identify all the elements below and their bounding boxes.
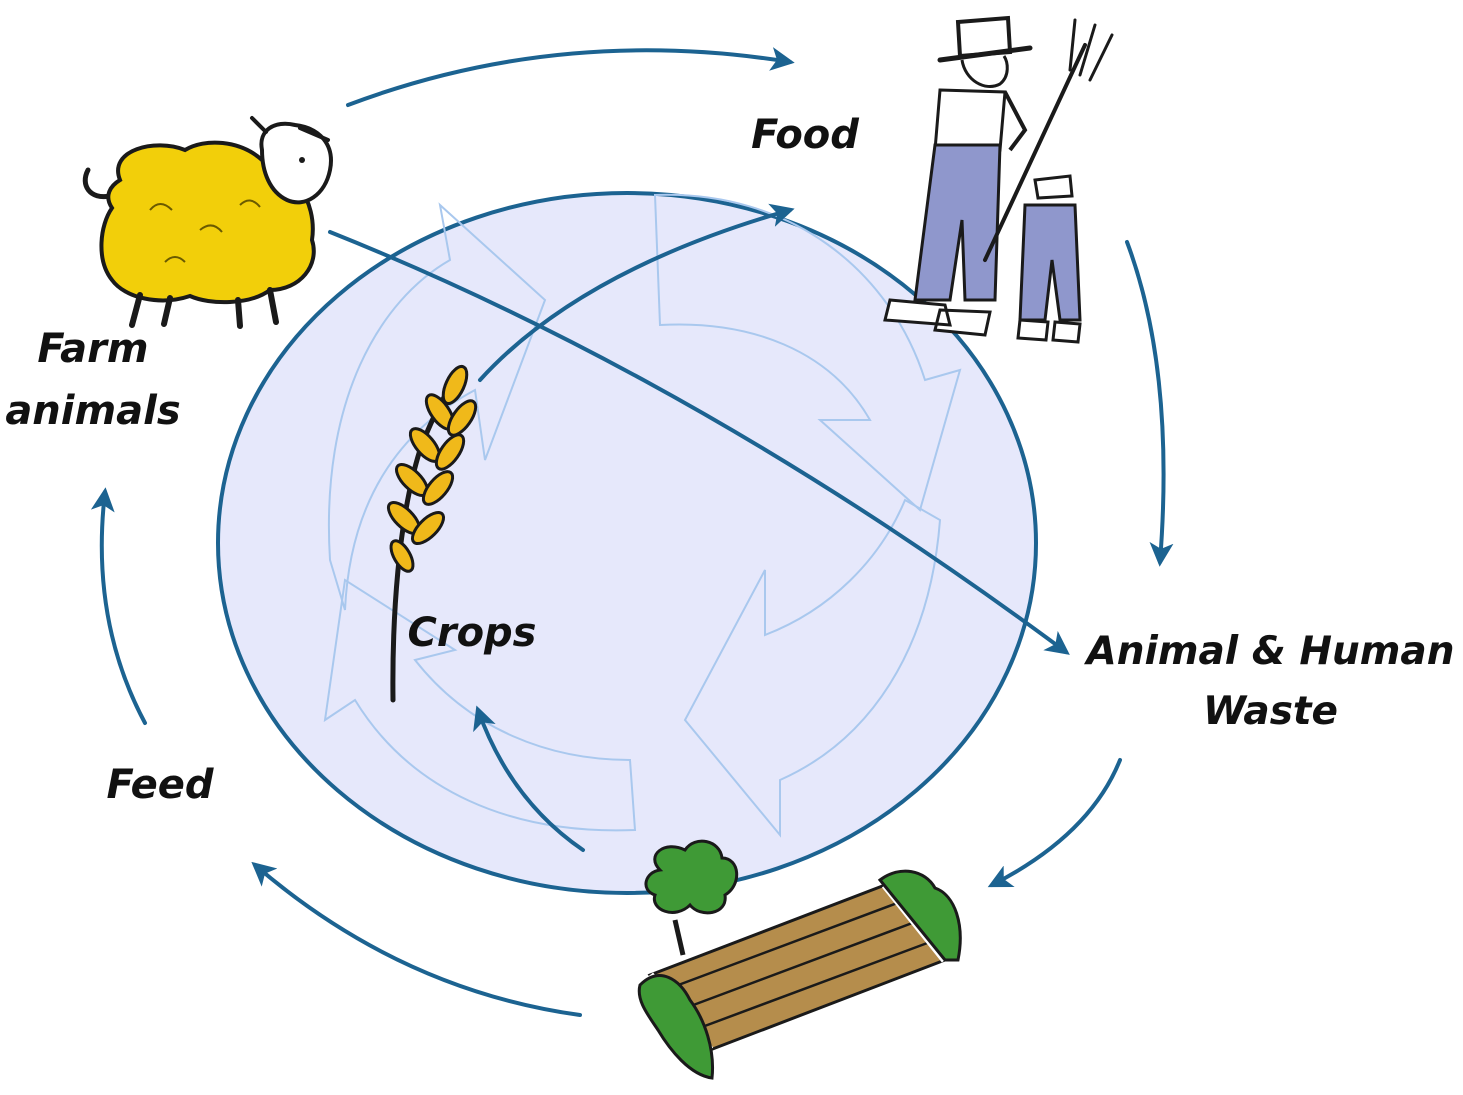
sheep-icon [85,118,331,326]
node-label-feed-text: Feed [90,754,230,816]
node-label-waste: Animal & Human Waste [1078,622,1463,743]
node-label-farm-animals-line-1: Farm [0,318,186,380]
arrow-waste-to-field [992,760,1120,885]
node-label-feed: Feed [90,754,230,816]
node-label-food-text: Food [730,104,880,166]
node-label-farm-animals: Farm animals [0,318,186,442]
arrow-food-to-waste [1127,242,1164,562]
node-label-farm-animals-line-2: animals [0,380,186,442]
node-label-crops-text: Crops [392,602,552,664]
arrow-animals-to-food [348,50,790,105]
node-label-waste-line-1: Animal & Human [1078,622,1463,682]
node-label-waste-line-2: Waste [1078,682,1463,742]
arrow-feed-to-animals [102,492,145,723]
node-label-food: Food [730,104,880,166]
field-icon [639,841,960,1078]
arrow-field-to-feed [255,865,580,1015]
farmer-icon [885,18,1112,342]
node-label-crops: Crops [392,602,552,664]
